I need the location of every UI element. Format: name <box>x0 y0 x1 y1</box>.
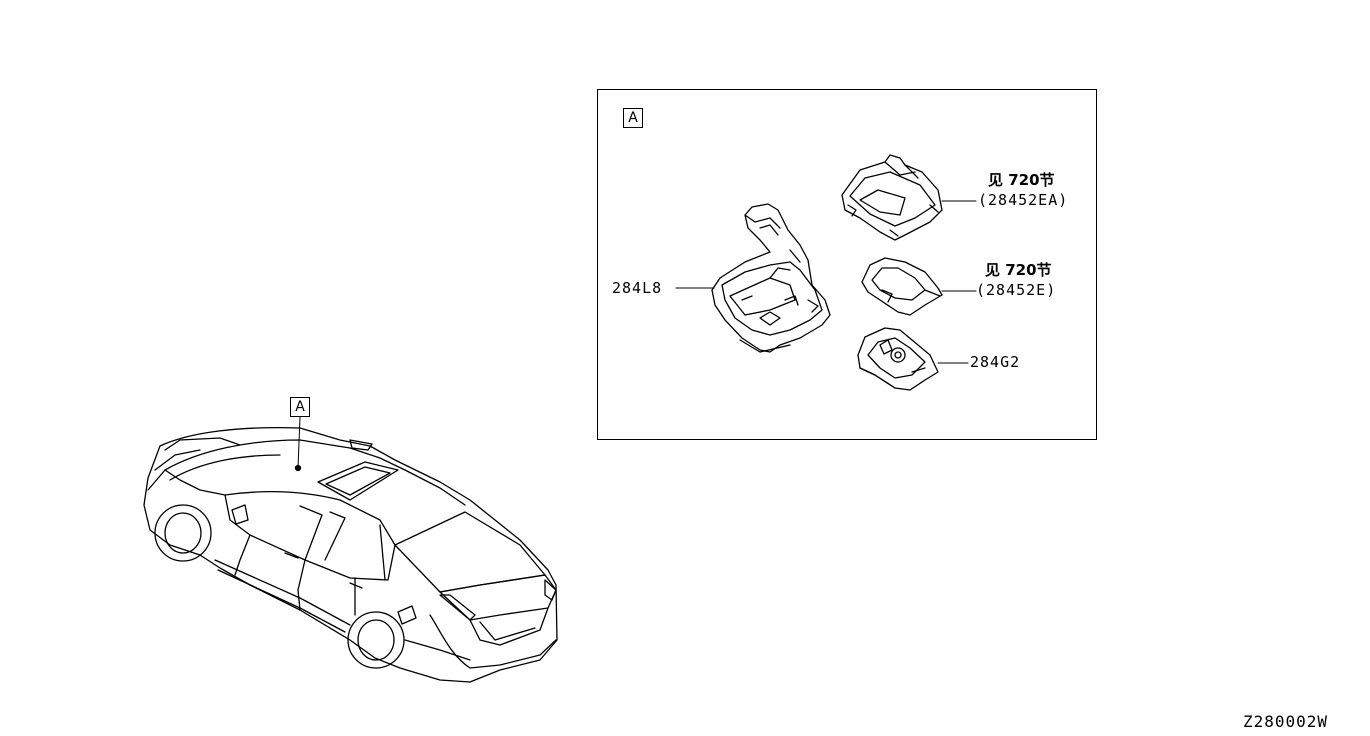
figure-code: Z280002W <box>1243 712 1329 731</box>
see-section-ref-28452E: 见 720节 <box>985 261 1052 279</box>
detail-view-frame <box>597 89 1097 440</box>
part-label-284L8: 284L8 <box>612 279 663 297</box>
callout-box-a-detail: A <box>623 108 643 128</box>
part-284L8-drawing <box>711 203 831 353</box>
part-28452EA-drawing <box>841 154 943 241</box>
callout-box-a-car: A <box>290 397 310 417</box>
part-label-28452E: (28452E) <box>976 281 1057 299</box>
car-illustration <box>143 416 558 683</box>
see-section-ref-28452EA: 见 720节 <box>988 171 1055 189</box>
part-28452E-drawing <box>861 257 943 316</box>
part-284G2-drawing <box>857 327 939 391</box>
part-label-284G2: 284G2 <box>970 353 1021 371</box>
part-label-28452EA: (28452EA) <box>978 191 1069 209</box>
